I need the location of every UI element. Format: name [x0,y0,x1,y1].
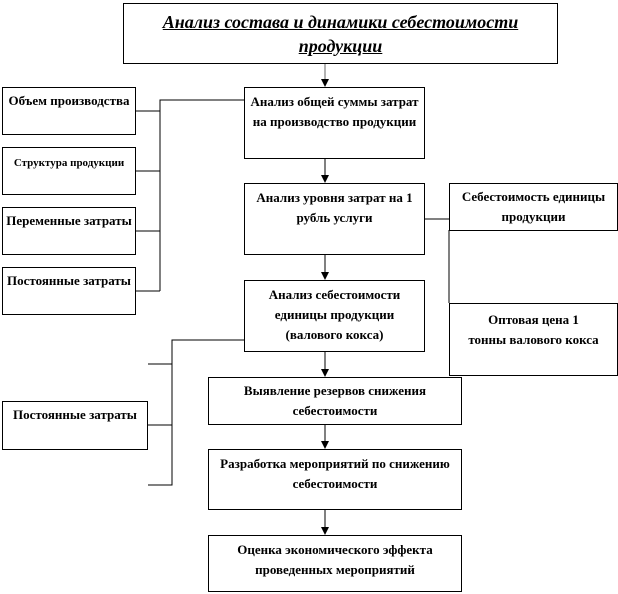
factor-text: Себестоимость единицы продукции [461,189,606,224]
step-measures: Разработка мероприятий по снижению себес… [208,449,462,510]
factor-unit-cost: Себестоимость единицы продукции [449,183,618,231]
factor-text: Постоянные затраты [7,273,131,288]
step-text: Выявление резервов снижения себестоимост… [243,383,427,418]
factor-text: Постоянные затраты [13,407,137,422]
factor-text: Структура продукции [13,157,125,169]
step-cost-per-ruble: Анализ уровня затрат на 1 рубль услуги [244,183,425,255]
step-text: Анализ уровня затрат на 1 рубль услуги [256,190,413,225]
step-text: Анализ себестоимости единицы продукции (… [268,287,401,342]
step-text: Анализ общей суммы затрат на производств… [250,94,419,129]
title-box: Анализ состава и динамики себестоимости … [123,3,558,64]
factor-text: Объем производства [8,93,130,108]
step-total-costs: Анализ общей суммы затрат на производств… [244,87,425,159]
factor-wholesale-price: Оптовая цена 1 тонны валового кокса [449,303,618,376]
title-text: Анализ состава и динамики себестоимости … [162,12,519,56]
step-effect: Оценка экономического эффекта проведенны… [208,535,462,592]
step-text: Оценка экономического эффекта проведенны… [237,542,433,577]
factor-volume: Объем производства [2,87,136,135]
left-bracket-top [159,99,244,291]
step-reserves: Выявление резервов снижения себестоимост… [208,377,462,425]
factor-variable-costs: Переменные затраты [2,207,136,255]
step-unit-cost: Анализ себестоимости единицы продукции (… [244,280,425,352]
factor-fixed-costs-lower: Постоянные затраты [2,401,148,450]
factor-structure: Структура продукции [2,147,136,195]
left-bracket-bottom [148,339,244,486]
factor-text: Переменные затраты [6,213,132,228]
step-text: Разработка мероприятий по снижению себес… [220,456,450,491]
factor-text: Оптовая цена 1 тонны валового кокса [468,312,599,347]
factor-fixed-costs: Постоянные затраты [2,267,136,315]
